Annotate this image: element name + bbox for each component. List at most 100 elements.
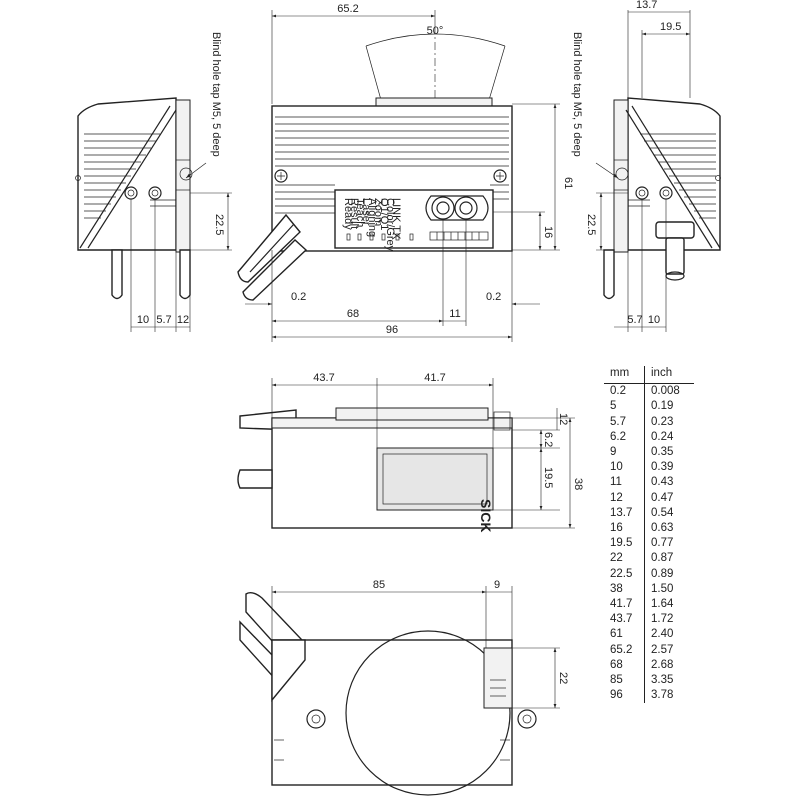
- dim-68: 68: [347, 308, 359, 320]
- cell-mm: 68: [604, 657, 645, 674]
- cell-inch: 0.43: [651, 476, 674, 489]
- cell-mm: 22.5: [604, 566, 645, 582]
- cell-inch: 0.39: [651, 461, 674, 474]
- rear-ribs: [274, 739, 510, 761]
- svg-text:Color/Grey: Color/Grey: [384, 198, 396, 252]
- cell-mm: 38: [604, 581, 645, 598]
- cell-inch: 0.24: [651, 430, 674, 443]
- table-row: 5.7 0.23: [604, 414, 694, 430]
- cell-inch: 2.68: [651, 658, 674, 671]
- rear-screw-right: [517, 709, 537, 729]
- dim-43-7: 43.7: [313, 372, 334, 384]
- brand-mark: SICK: [478, 499, 494, 532]
- cell-mm: 16: [604, 521, 645, 537]
- rear-lens: [345, 630, 511, 796]
- svg-text:Result: Result: [348, 198, 360, 229]
- cell-inch: 2.40: [651, 628, 674, 641]
- top-view: SICK: [237, 407, 513, 532]
- cell-inch: 0.89: [651, 567, 674, 580]
- front-vent-lines: [275, 116, 509, 214]
- table-row: 19.5 0.77: [604, 536, 694, 552]
- dim-right-22-5: 22.5: [585, 214, 597, 235]
- rear-body: [271, 639, 513, 786]
- column-header-inch: inch: [644, 366, 694, 385]
- rear-screw-left: [306, 709, 326, 729]
- dim-65-2: 65.2: [337, 3, 358, 15]
- cell-mm: 43.7: [604, 612, 645, 628]
- front-view: Ready Result Teach Laser Aligning Zoom Q…: [237, 26, 513, 301]
- front-screw-left: [274, 169, 288, 183]
- right-side-view: [595, 97, 721, 300]
- teach-button-2: [454, 196, 478, 220]
- dim-top-6-2: 6.2: [542, 432, 554, 447]
- cell-mm: 19.5: [604, 536, 645, 552]
- rear-view: [239, 591, 537, 796]
- left-vent-lines: [84, 133, 160, 219]
- cell-mm: 96: [604, 688, 645, 704]
- cell-inch: 1.64: [651, 598, 674, 611]
- svg-text:Ready: Ready: [342, 198, 354, 230]
- bar-leds: [429, 231, 489, 241]
- cell-inch: 0.19: [651, 400, 674, 413]
- table-row: 22.5 0.89: [604, 566, 694, 582]
- cell-mm: 5: [604, 399, 645, 415]
- dim-right-19-5: 19.5: [660, 21, 681, 33]
- dim-0-2-right: 0.2: [486, 291, 501, 303]
- dim-right-10: 10: [648, 314, 660, 326]
- cell-inch: 0.23: [651, 415, 674, 428]
- cell-mm: 22: [604, 551, 645, 567]
- note-blind-hole-left: Blind hole tap M5, 5 deep: [210, 32, 222, 157]
- front-buttons: [425, 195, 489, 221]
- svg-text:Aligning: Aligning: [366, 198, 378, 237]
- cell-inch: 0.008: [651, 385, 680, 398]
- cell-inch: 0.77: [651, 537, 674, 550]
- svg-text:Zoom: Zoom: [372, 198, 384, 226]
- front-screw-right: [493, 169, 507, 183]
- svg-text:Q1/Q1: Q1/Q1: [378, 198, 390, 230]
- cell-mm: 6.2: [604, 429, 645, 446]
- panel-text: Ready Result Teach Laser Aligning Zoom Q…: [342, 198, 402, 252]
- teach-button-1: [431, 196, 455, 220]
- cell-mm: 5.7: [604, 414, 645, 430]
- dim-0-2-left: 0.2: [291, 291, 306, 303]
- cell-inch: 0.63: [651, 522, 674, 535]
- cell-inch: 3.78: [651, 689, 674, 702]
- dim-61: 61: [562, 177, 574, 189]
- cell-mm: 13.7: [604, 505, 645, 522]
- dim-85: 85: [373, 579, 385, 591]
- cell-inch: 1.50: [651, 582, 674, 595]
- dim-left-22-5: 22.5: [213, 214, 225, 235]
- cell-mm: 10: [604, 460, 645, 476]
- cell-mm: 61: [604, 627, 645, 643]
- dim-top-38: 38: [572, 478, 584, 490]
- dimension-labels: 65.2 50° 61 16 0.2 0.2 68 11 96 22.5 10 …: [137, 0, 682, 684]
- cell-inch: 1.72: [651, 613, 674, 626]
- svg-text:Laser: Laser: [360, 198, 372, 226]
- dim-angle-50: 50°: [427, 25, 444, 37]
- table-header-row: mm inch: [604, 366, 694, 385]
- dim-16: 16: [542, 226, 554, 238]
- svg-text:LINK TX: LINK TX: [390, 198, 402, 240]
- dim-left-12: 12: [177, 314, 189, 326]
- dim-left-10: 10: [137, 314, 149, 326]
- dim-top-12: 12: [557, 413, 569, 425]
- dim-41-7: 41.7: [424, 372, 445, 384]
- dim-right-5-7: 5.7: [627, 314, 642, 326]
- note-blind-hole-right: Blind hole tap M5, 5 deep: [571, 32, 583, 157]
- cell-mm: 9: [604, 445, 645, 461]
- cell-inch: 0.87: [651, 552, 674, 565]
- right-vent-lines: [640, 133, 716, 219]
- panel-leds: [346, 233, 414, 241]
